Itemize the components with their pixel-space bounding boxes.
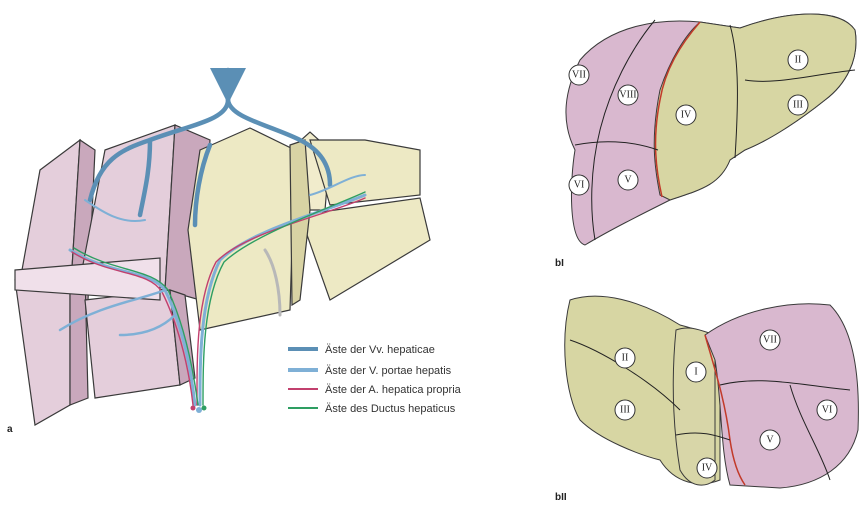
left-blocks: [188, 128, 430, 330]
svg-text:III: III: [793, 100, 803, 111]
panel-label-bII: bII: [555, 492, 567, 503]
svg-text:VIII: VIII: [619, 90, 636, 101]
svg-text:VII: VII: [763, 335, 777, 346]
svg-text:IV: IV: [702, 463, 713, 474]
svg-text:I: I: [694, 367, 697, 378]
svg-text:VI: VI: [822, 405, 833, 416]
liver-visceral-right: [705, 304, 858, 488]
svg-text:II: II: [622, 353, 629, 364]
legend-label-hepatic-artery: Äste der A. hepatica propria: [325, 384, 462, 396]
svg-text:V: V: [766, 435, 774, 446]
legend-label-portal-vein: Äste der V. portae hepatis: [325, 365, 452, 377]
svg-text:VII: VII: [572, 70, 586, 81]
panel-label-a: a: [7, 424, 13, 435]
block-III: [300, 198, 430, 300]
block-V: [85, 290, 180, 398]
panel-bI-diagram: [566, 14, 856, 245]
legend: Äste der Vv. hepaticae Äste der V. porta…: [288, 344, 462, 415]
svg-text:IV: IV: [681, 110, 692, 121]
svg-text:V: V: [624, 175, 632, 186]
right-blocks: [15, 125, 210, 425]
svg-text:II: II: [795, 55, 802, 66]
legend-label-hepatic-veins: Äste der Vv. hepaticae: [325, 344, 435, 356]
legend-label-bile-duct: Äste des Ductus hepaticus: [325, 403, 456, 415]
svg-text:VI: VI: [574, 180, 585, 191]
panel-label-bI: bI: [555, 258, 564, 269]
svg-text:III: III: [620, 405, 630, 416]
